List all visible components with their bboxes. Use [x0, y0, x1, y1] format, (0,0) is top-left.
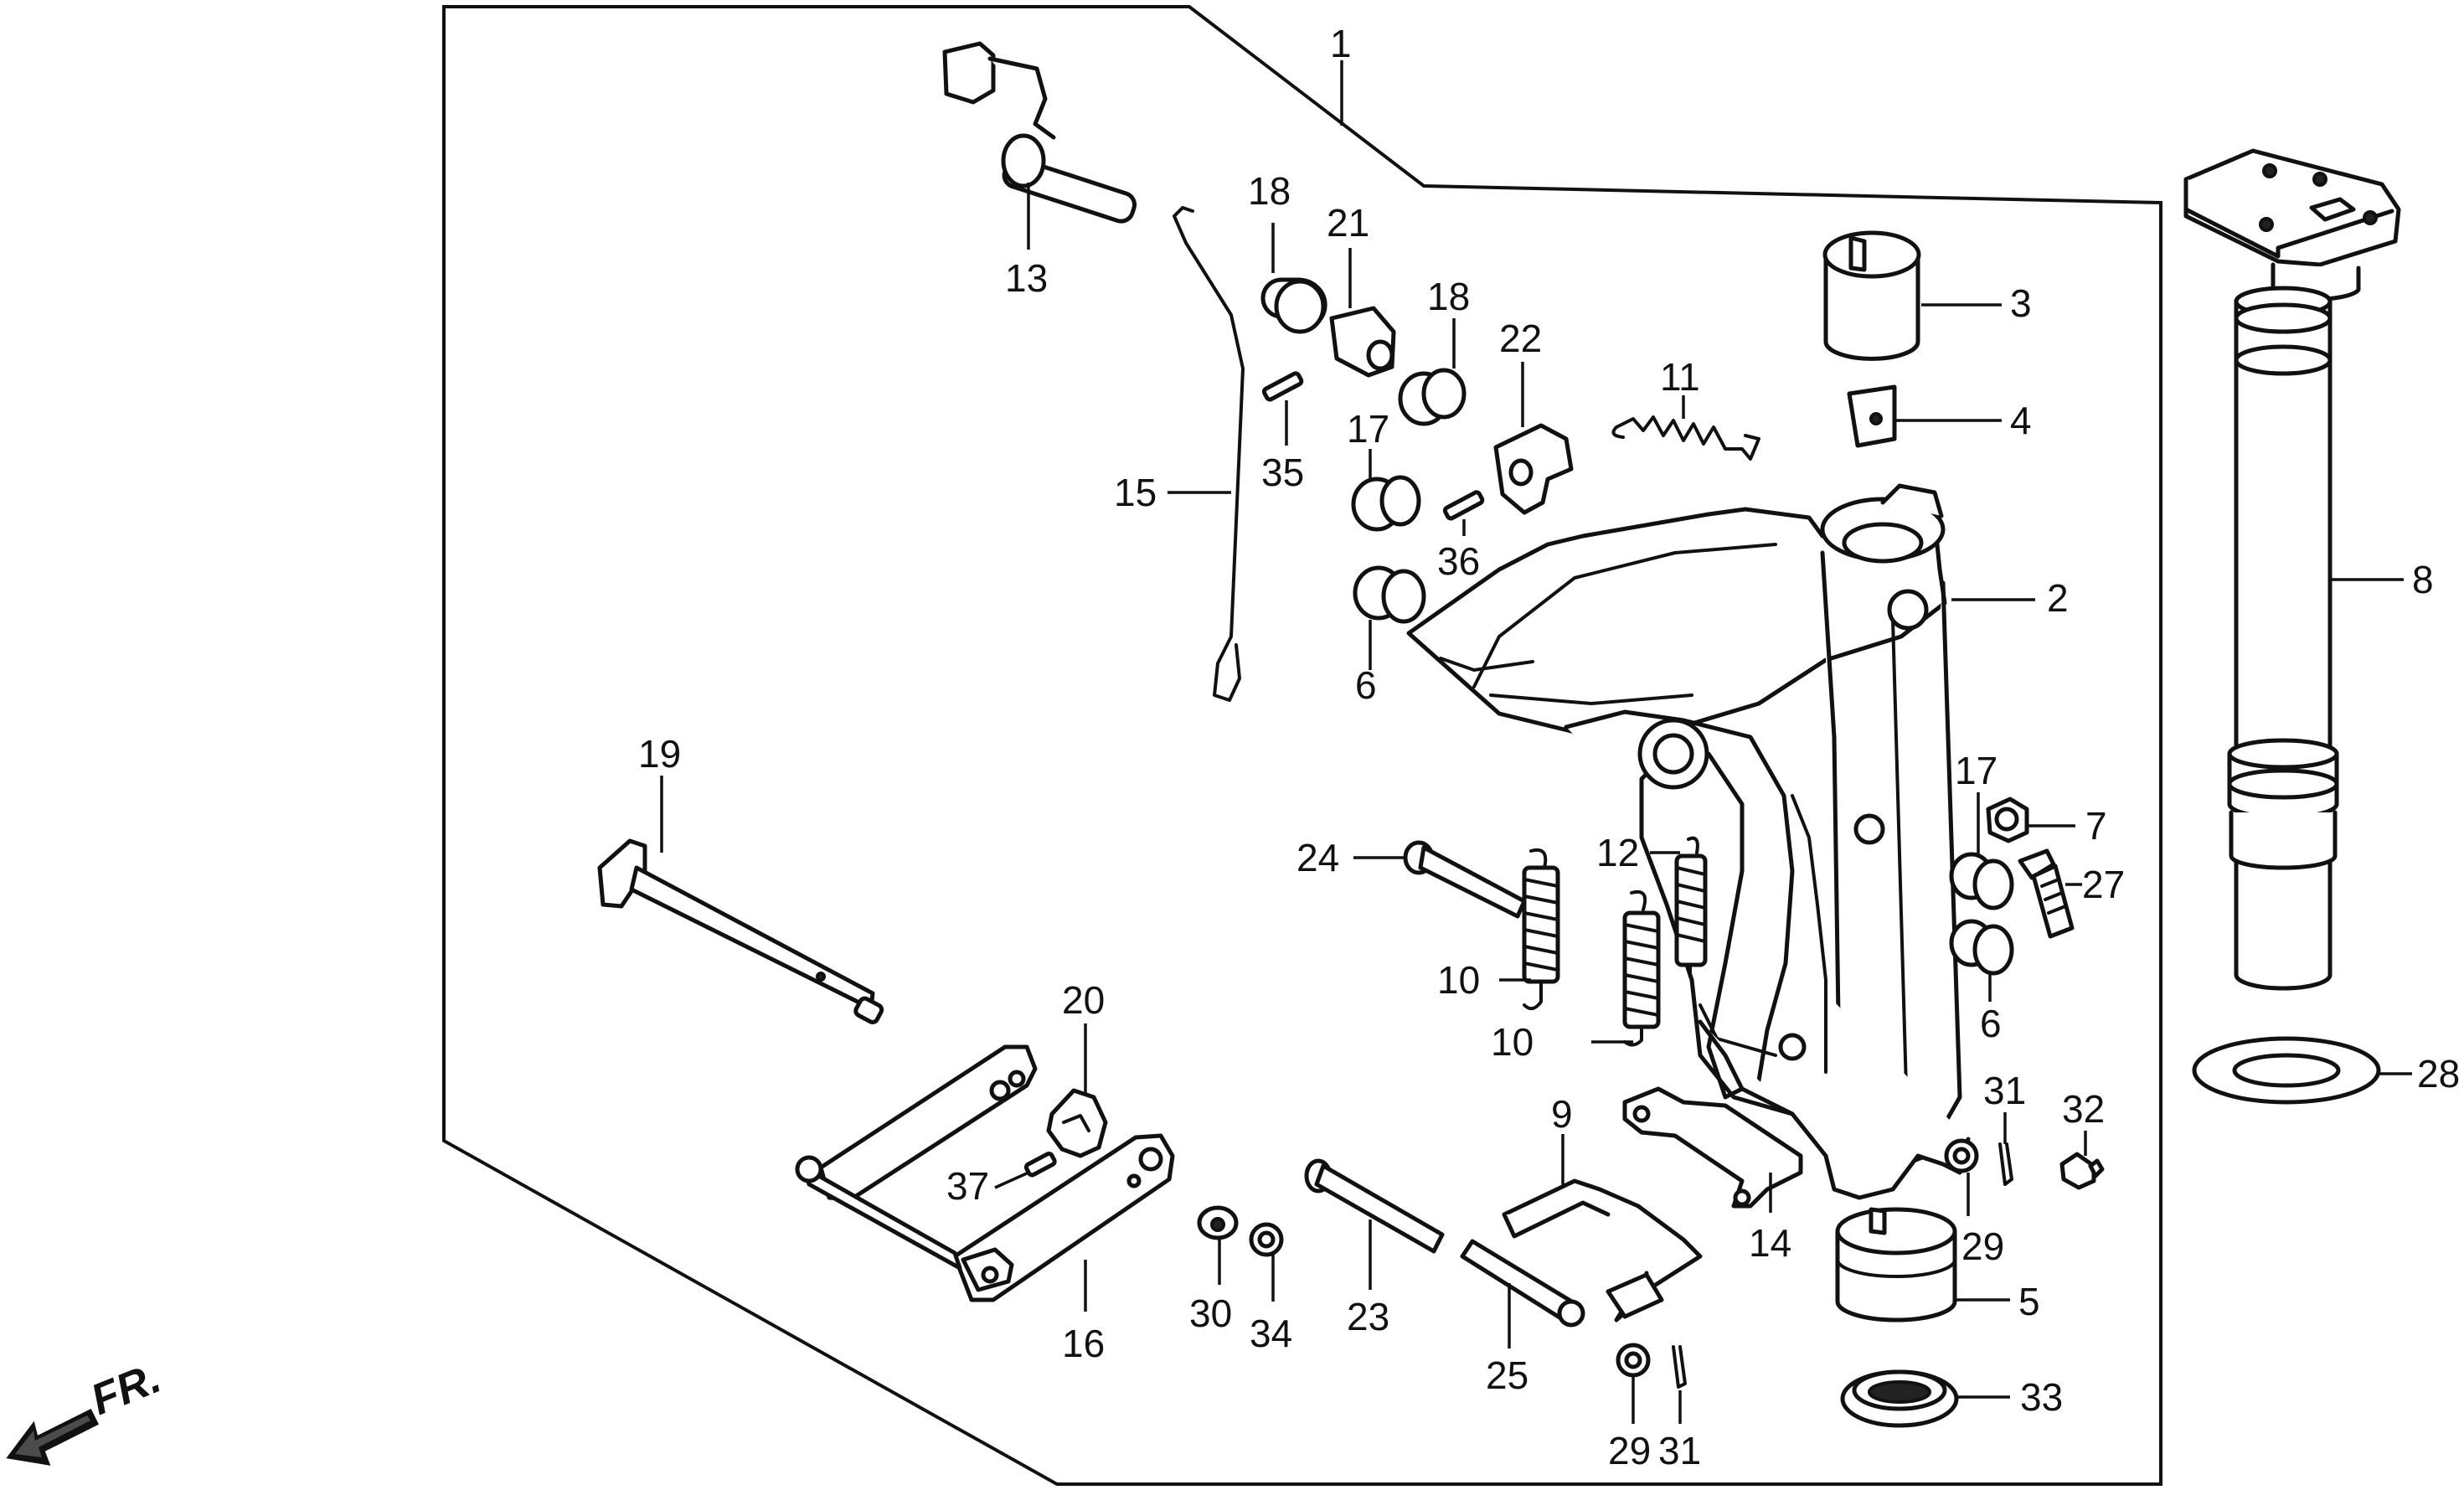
part-14-bracket	[1622, 1086, 1803, 1209]
part-8-steering-shaft	[2183, 148, 2401, 991]
callout-7: 7	[2085, 804, 2107, 848]
part-17-bushing-b	[1949, 852, 2014, 910]
part-12-spring	[1674, 836, 1708, 978]
part-19-pin	[597, 838, 884, 1024]
part-34-nut	[1249, 1222, 1284, 1257]
part-15-rod	[1173, 206, 1245, 702]
part-25-tube	[1460, 1239, 1585, 1328]
callout-10-lower: 10	[1491, 1020, 1534, 1064]
callout-14: 14	[1749, 1221, 1791, 1265]
callout-24: 24	[1296, 836, 1339, 879]
part-32-bolt	[2059, 1152, 2105, 1190]
front-direction-arrow-icon	[6, 1408, 100, 1466]
callout-34: 34	[1250, 1312, 1292, 1355]
callout-19: 19	[638, 732, 681, 776]
part-31-cotter-a	[1998, 1142, 2013, 1186]
part-3-sleeve	[1822, 230, 1921, 361]
part-29-washer-a	[1944, 1138, 1979, 1173]
callout-30: 30	[1189, 1292, 1232, 1335]
callout-31-right: 31	[1983, 1069, 2026, 1112]
part-24-pin	[1403, 840, 1527, 919]
callout-31-bottom: 31	[1658, 1429, 1701, 1472]
part-5-sleeve	[1835, 1207, 1957, 1322]
part-29-washer-b	[1616, 1343, 1651, 1378]
callout-6-right: 6	[1980, 1002, 2002, 1045]
callout-17-top: 17	[1347, 407, 1389, 451]
callout-29-right: 29	[1961, 1224, 2004, 1268]
callout-5: 5	[2018, 1280, 2040, 1323]
part-20-catch	[1046, 1088, 1108, 1158]
callout-13: 13	[1005, 256, 1048, 300]
part-23-pin	[1304, 1158, 1445, 1254]
callout-3: 3	[2010, 281, 2032, 325]
callout-25: 25	[1486, 1353, 1528, 1397]
part-9-bracket	[1502, 1178, 1703, 1322]
callout-22: 22	[1499, 317, 1542, 360]
callout-32: 32	[2062, 1087, 2105, 1131]
part-27-bolt	[2018, 848, 2075, 939]
callout-35: 35	[1261, 451, 1304, 494]
callout-18-left: 18	[1248, 169, 1291, 213]
part-16-tilt-lever	[795, 1044, 1175, 1302]
part-4-plate	[1847, 384, 1897, 448]
part-30-washer	[1197, 1205, 1239, 1240]
part-18-bushing-b	[1398, 368, 1467, 426]
callout-12: 12	[1596, 831, 1639, 874]
part-18-bushing-a	[1260, 277, 1327, 334]
part-10-spring-a	[1522, 848, 1560, 1011]
callout-37: 37	[946, 1164, 989, 1208]
callout-18-right: 18	[1427, 275, 1470, 318]
part-2-swivel-case	[1406, 483, 1971, 1200]
callout-17-right: 17	[1955, 749, 1997, 792]
part-22-bracket	[1493, 423, 1574, 515]
callout-10-upper: 10	[1437, 958, 1480, 1002]
part-37-pin	[1023, 1151, 1057, 1178]
callout-36: 36	[1437, 539, 1480, 583]
callout-11: 11	[1660, 355, 1700, 399]
callout-21: 21	[1327, 201, 1369, 245]
callout-6-top: 6	[1355, 663, 1377, 707]
callout-29-bottom: 29	[1608, 1429, 1651, 1472]
callout-23: 23	[1347, 1295, 1389, 1338]
callout-27: 27	[2082, 863, 2125, 906]
part-6-bushing-b	[1949, 919, 2014, 976]
callout-33: 33	[2020, 1375, 2063, 1419]
part-35-pin	[1261, 371, 1304, 402]
part-6-bushing-a	[1353, 565, 1426, 624]
part-11-spring	[1611, 415, 1760, 461]
part-36-pin	[1442, 490, 1485, 521]
part-17-bushing-a	[1351, 475, 1421, 532]
callout-1: 1	[1330, 22, 1352, 65]
callout-9: 9	[1551, 1092, 1573, 1136]
part-33-seal	[1840, 1369, 1959, 1428]
callout-4: 4	[2010, 399, 2032, 442]
callout-20: 20	[1062, 978, 1105, 1022]
part-31-cotter-b	[1672, 1345, 1687, 1389]
callout-15: 15	[1114, 471, 1157, 514]
callout-28: 28	[2417, 1052, 2460, 1096]
part-28-washer	[2192, 1036, 2381, 1105]
part-7-nut	[1986, 797, 2029, 843]
assembly-boundary-frame	[442, 5, 2162, 1486]
part-13-lever	[942, 41, 1137, 224]
front-direction-label: FR.	[85, 1353, 168, 1425]
callout-16: 16	[1062, 1322, 1105, 1365]
part-21-bracket	[1329, 306, 1396, 378]
callout-2: 2	[2047, 576, 2069, 620]
callout-8: 8	[2412, 558, 2434, 601]
part-10-spring-b	[1622, 890, 1661, 1047]
